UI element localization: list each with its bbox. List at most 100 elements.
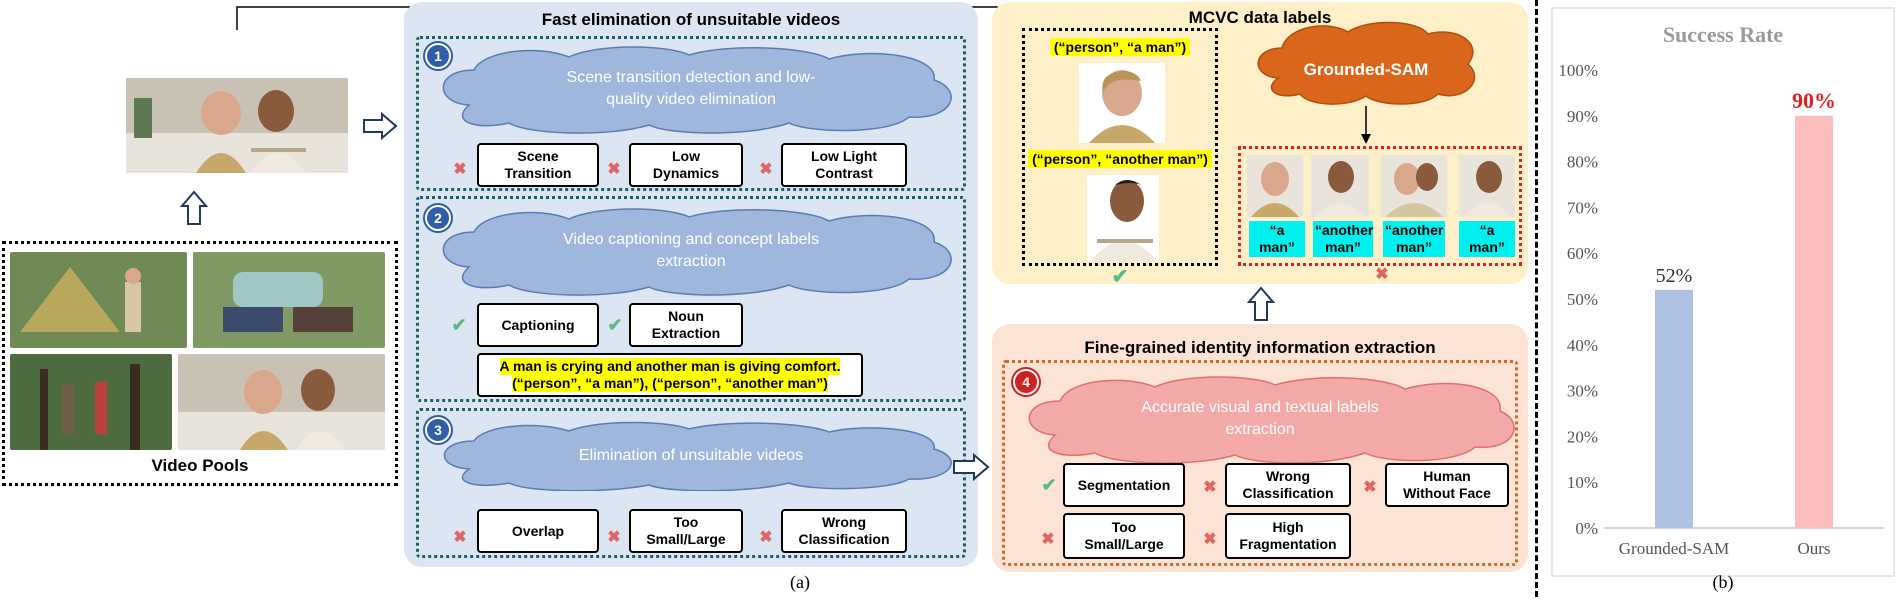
- bar-ours: [1795, 115, 1833, 529]
- fine-grained-panel: Fine-grained identity information extrac…: [992, 324, 1528, 572]
- tag-high-fragmentation: High Fragmentation: [1225, 513, 1351, 559]
- crop-3: [1381, 155, 1447, 217]
- step3-cloud-text: Elimination of unsuitable videos: [578, 447, 804, 464]
- cross-icon: ✖: [453, 161, 467, 178]
- crop-label-line: man”: [1396, 239, 1432, 255]
- step2-box: 2 Video captioning and concept labels ex…: [416, 196, 966, 402]
- crop-2: [1311, 155, 1369, 217]
- step1-box: 1 Scene transition detection and low- qu…: [416, 36, 966, 191]
- grounded-sam-label: Grounded-SAM: [1303, 60, 1429, 79]
- step4-box: 4 Accurate visual and textual labels ext…: [1002, 360, 1518, 566]
- step2-cloud-text-1: Video captioning and concept labels: [563, 231, 819, 248]
- crop-1: [1247, 155, 1303, 217]
- tag-line: Small/Large: [646, 531, 726, 547]
- arrow-right-1: [362, 111, 398, 145]
- step3-number: 3: [425, 417, 451, 443]
- crop-label-line: man”: [1325, 239, 1361, 255]
- tag-captioning: Captioning: [477, 303, 599, 347]
- cross-icon: ✖: [1203, 479, 1217, 496]
- y-tick-label: 50%: [1567, 290, 1598, 309]
- tag-line: Low Light: [810, 148, 878, 164]
- label-person-a-man: (“person”, “a man”): [1049, 38, 1191, 56]
- tag-low-dynamics: Low Dynamics: [629, 143, 743, 187]
- cross-icon: ✖: [1203, 531, 1217, 548]
- step4-cloud-text-1: Accurate visual and textual labels: [1141, 399, 1379, 416]
- step3-cloud-icon: [443, 421, 952, 491]
- step1-number: 1: [425, 43, 451, 69]
- tag-line: Captioning: [501, 316, 575, 333]
- video-pool-frame-2: [193, 252, 385, 348]
- tag-line: Noun: [668, 308, 704, 324]
- grounded-sam-cloud-icon: [1257, 21, 1476, 105]
- y-tick-label: 70%: [1567, 198, 1598, 217]
- crop-4: [1459, 155, 1515, 217]
- crop-label-line: “another: [1385, 222, 1444, 238]
- step1-cloud-icon: [442, 46, 952, 134]
- tag-line: Classification: [1242, 485, 1334, 501]
- tag-wrong-classification: Wrong Classification: [781, 509, 907, 553]
- crop-label-line: “a man”: [1259, 222, 1295, 255]
- check-icon: ✔: [1111, 266, 1129, 288]
- chart-frame: [1551, 7, 1895, 577]
- cross-icon: ✖: [1041, 531, 1055, 548]
- y-tick-label: 20%: [1567, 427, 1598, 446]
- cross-icon: ✖: [759, 529, 773, 546]
- cross-icon: ✖: [1363, 479, 1377, 496]
- bar-grounded-sam: [1655, 289, 1693, 528]
- two-men-scene-icon: [126, 78, 348, 173]
- tag-line: Too: [1111, 519, 1137, 535]
- grounded-sam-crops-box: “a man” “another man” “another man” “a m…: [1238, 146, 1522, 266]
- subfigure-a-label: (a): [790, 572, 810, 592]
- fast-elimination-panel: Fast elimination of unsuitable videos 1 …: [404, 2, 978, 567]
- y-tick-label: 80%: [1567, 153, 1598, 172]
- subfigure-b-label: (b): [1712, 572, 1734, 592]
- tag-scene-transition: Scene Transition: [477, 143, 599, 187]
- x-tick-label: Grounded-SAM: [1619, 539, 1730, 558]
- chart-title: Success Rate: [1663, 22, 1784, 47]
- tag-human-without-face: Human Without Face: [1385, 463, 1509, 507]
- cross-icon: ✖: [1375, 266, 1389, 283]
- step2-cloud-text-2: extraction: [656, 253, 726, 270]
- step2-number: 2: [425, 205, 451, 231]
- step4-cloud-text-2: extraction: [1225, 421, 1295, 438]
- bar-value-label: 52%: [1656, 265, 1693, 287]
- arrow-up-2: [1246, 286, 1276, 327]
- bar-value-label: 90%: [1792, 88, 1836, 113]
- y-tick-label: 10%: [1567, 473, 1598, 492]
- check-icon: ✔: [451, 315, 467, 335]
- caption-example-box: A man is crying and another man is givin…: [477, 353, 863, 397]
- tag-line: Extraction: [651, 325, 721, 341]
- video-pool-frame-1: [10, 252, 187, 348]
- crop-man-b: [1087, 175, 1159, 261]
- tag-line: Segmentation: [1077, 476, 1171, 493]
- y-tick-label: 60%: [1567, 244, 1598, 263]
- tag-wrong-classification-4: Wrong Classification: [1225, 463, 1351, 507]
- crop-label-1: “a man”: [1249, 221, 1305, 257]
- caption-sentence: A man is crying and another man is givin…: [499, 358, 841, 375]
- label-person-another-man: (“person”, “another man”): [1028, 150, 1212, 168]
- tag-line: Overlap: [511, 522, 565, 539]
- video-pool-frame-4: [178, 354, 385, 450]
- mcvc-left-box: (“person”, “a man”) (“person”, “another …: [1022, 28, 1218, 266]
- video-pools-box: Video Pools: [2, 241, 398, 486]
- arrow-up-1: [179, 190, 209, 231]
- step1-cloud-text-2: quality video elimination: [606, 91, 776, 108]
- check-icon: ✔: [607, 315, 623, 335]
- cross-icon: ✖: [759, 161, 773, 178]
- tag-low-light-contrast: Low Light Contrast: [781, 143, 907, 187]
- fine-grained-title: Fine-grained identity information extrac…: [1084, 338, 1436, 357]
- arrow-right-2: [952, 452, 990, 486]
- tag-too-small-large-4: Too Small/Large: [1063, 513, 1185, 559]
- cross-icon: ✖: [607, 161, 621, 178]
- tag-noun-extraction: Noun Extraction: [629, 303, 743, 347]
- chart-svg: Success Rate0%10%20%30%40%50%60%70%80%90…: [1551, 7, 1895, 577]
- y-tick-label: 90%: [1567, 107, 1598, 126]
- crop-label-2: “another man”: [1313, 221, 1373, 257]
- tag-overlap: Overlap: [477, 509, 599, 553]
- crop-label-line: “a man”: [1469, 222, 1505, 255]
- cross-icon: ✖: [453, 529, 467, 546]
- tag-line: Low: [672, 148, 700, 164]
- tag-line: Without Face: [1403, 485, 1491, 501]
- step4-number: 4: [1013, 369, 1039, 395]
